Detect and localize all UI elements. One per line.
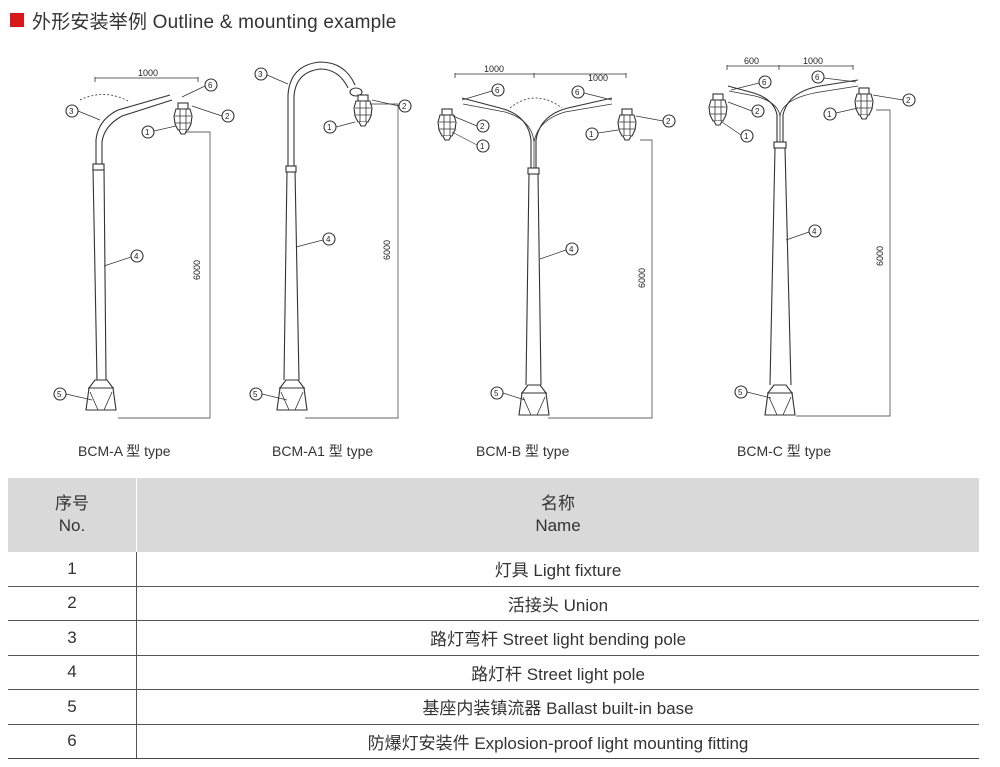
- svg-text:5: 5: [253, 390, 258, 399]
- table-row: 1 灯具 Light fixture: [8, 552, 979, 587]
- dim-arm-c-right: 1000: [803, 56, 823, 66]
- svg-text:6: 6: [815, 73, 820, 82]
- svg-text:3: 3: [258, 70, 263, 79]
- column-header-no: 序号 No.: [8, 478, 137, 552]
- svg-text:1: 1: [480, 142, 485, 151]
- table-row: 3 路灯弯杆 Street light bending pole: [8, 620, 979, 656]
- dim-height-b: 6000: [637, 268, 647, 288]
- bcm-a-drawing: 1000 6000 3 6 2 1 4 5: [53, 68, 235, 419]
- caption-bcm-c: BCM-C 型 type: [737, 443, 832, 459]
- bcm-a1-drawing: 6000 3 2 1 4 5: [249, 61, 412, 419]
- bcm-c-drawing: 600 1000 6000 6 2 1 6 2 1 4 5: [708, 56, 916, 417]
- caption-bcm-a: BCM-A 型 type: [78, 443, 171, 459]
- row-no: 1: [8, 552, 137, 587]
- row-no: 4: [8, 655, 137, 690]
- dim-arm-c-left: 600: [744, 56, 759, 66]
- row-name: 活接头 Union: [136, 586, 979, 621]
- svg-text:2: 2: [666, 117, 671, 126]
- row-name: 路灯弯杆 Street light bending pole: [136, 620, 979, 656]
- svg-text:4: 4: [134, 252, 139, 261]
- svg-text:2: 2: [480, 122, 485, 131]
- svg-text:2: 2: [755, 107, 760, 116]
- svg-text:6: 6: [575, 88, 580, 97]
- svg-text:1: 1: [827, 110, 832, 119]
- dim-arm-b-left: 1000: [484, 64, 504, 74]
- row-no: 3: [8, 620, 137, 656]
- mounting-figure: 1000 6000 3 6 2 1 4 5 6000 3 2 1 4 5: [0, 40, 1000, 470]
- svg-text:1: 1: [327, 123, 332, 132]
- svg-text:1: 1: [145, 128, 150, 137]
- svg-text:5: 5: [738, 388, 743, 397]
- table-header-row: 序号 No. 名称 Name: [8, 478, 979, 552]
- svg-text:4: 4: [812, 227, 817, 236]
- dim-arm-a: 1000: [138, 68, 158, 78]
- svg-text:6: 6: [208, 81, 213, 90]
- section-header: 外形安装举例 Outline & mounting example: [10, 6, 397, 34]
- caption-bcm-a1: BCM-A1 型 type: [272, 443, 374, 459]
- svg-text:6: 6: [495, 86, 500, 95]
- column-header-name: 名称 Name: [136, 478, 979, 552]
- caption-bcm-b: BCM-B 型 type: [476, 443, 570, 459]
- table-row: 2 活接头 Union: [8, 586, 979, 621]
- svg-text:4: 4: [569, 245, 574, 254]
- row-no: 6: [8, 724, 137, 759]
- svg-text:6: 6: [762, 78, 767, 87]
- svg-text:2: 2: [225, 112, 230, 121]
- table-row: 5 基座内装镇流器 Ballast built-in base: [8, 689, 979, 725]
- svg-text:4: 4: [326, 235, 331, 244]
- svg-text:1: 1: [589, 130, 594, 139]
- section-title: 外形安装举例 Outline & mounting example: [32, 11, 397, 33]
- svg-text:5: 5: [57, 390, 62, 399]
- red-square-icon: [10, 13, 24, 27]
- svg-text:3: 3: [69, 107, 74, 116]
- svg-text:5: 5: [494, 389, 499, 398]
- dim-height-c: 6000: [875, 246, 885, 266]
- parts-table: 序号 No. 名称 Name 1 灯具 Light fixture 2 活接头 …: [8, 478, 979, 759]
- svg-text:1: 1: [744, 132, 749, 141]
- bcm-b-drawing: 1000 1000 6000 6 6 2 1 2 1 4 5: [437, 64, 676, 419]
- dim-arm-b-right: 1000: [588, 73, 608, 83]
- dim-height-a1: 6000: [382, 240, 392, 260]
- row-no: 2: [8, 586, 137, 621]
- svg-text:2: 2: [402, 102, 407, 111]
- svg-text:2: 2: [906, 96, 911, 105]
- dim-height-a: 6000: [192, 260, 202, 280]
- row-no: 5: [8, 689, 137, 725]
- row-name: 基座内装镇流器 Ballast built-in base: [136, 689, 979, 725]
- table-row: 6 防爆灯安装件 Explosion-proof light mounting …: [8, 724, 979, 759]
- row-name: 防爆灯安装件 Explosion-proof light mounting fi…: [136, 724, 979, 759]
- row-name: 路灯杆 Street light pole: [136, 655, 979, 690]
- row-name: 灯具 Light fixture: [136, 552, 979, 587]
- table-row: 4 路灯杆 Street light pole: [8, 655, 979, 690]
